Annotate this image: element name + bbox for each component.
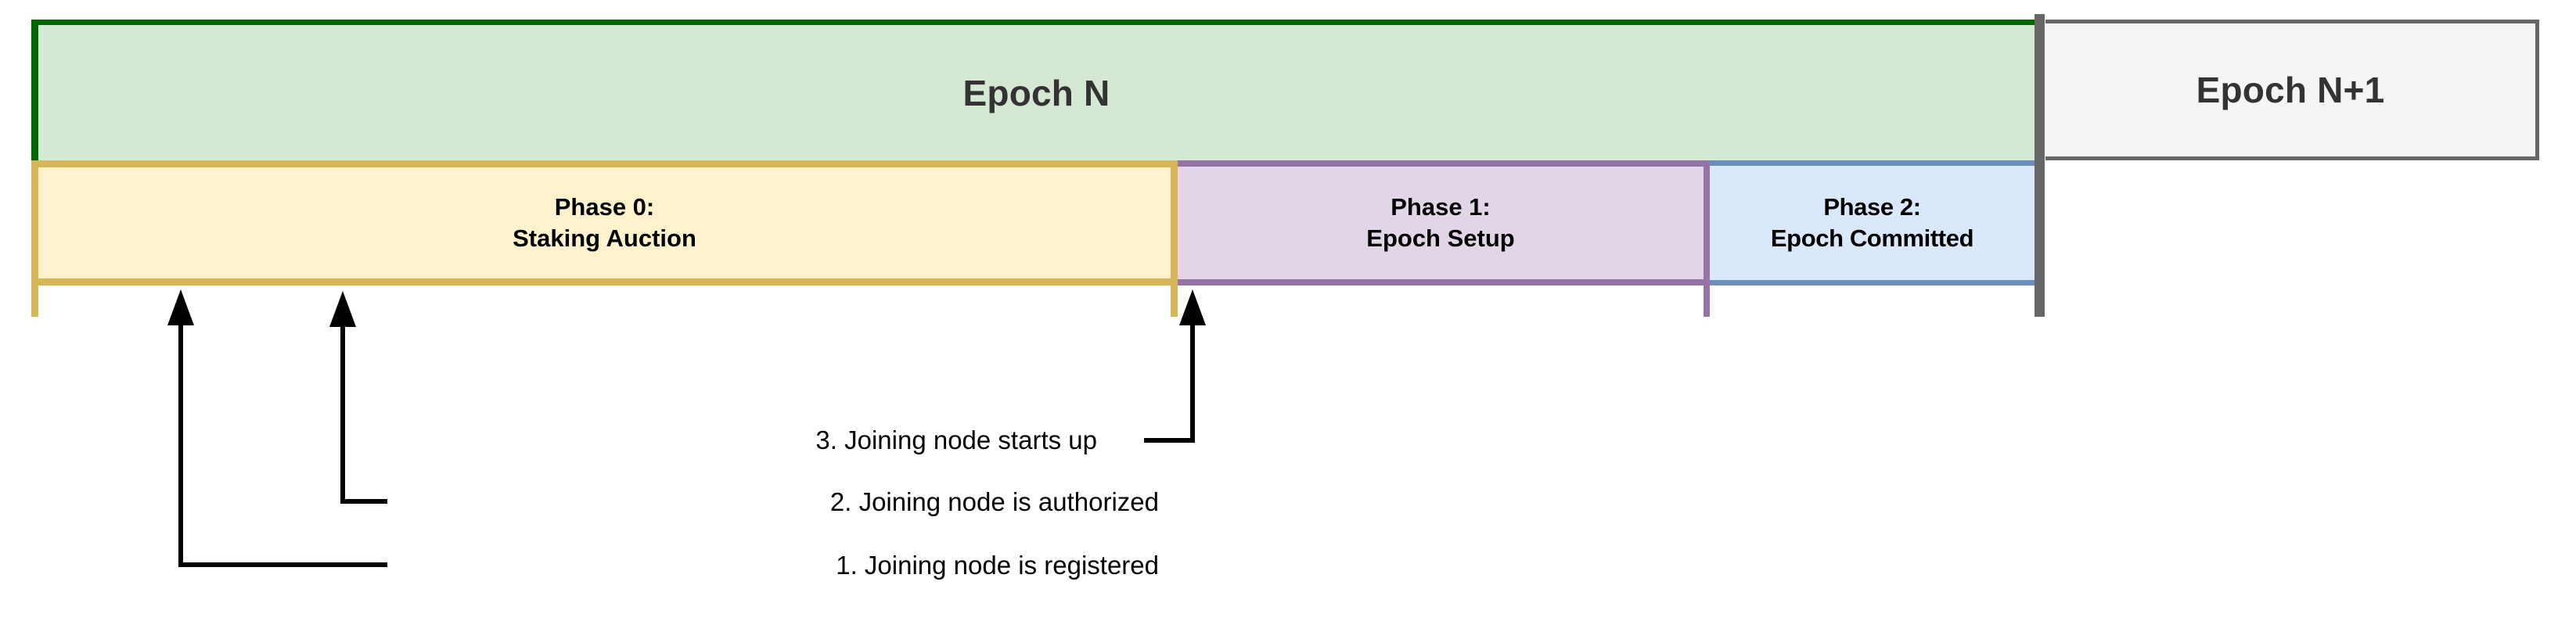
callout-3-label: 3. Joining node starts up [815,426,1097,454]
callout-1-label: 1. Joining node is registered [836,551,1159,580]
callout-2-horizontal-line [340,499,387,504]
phase-1-title: Phase 1: [1391,193,1491,221]
phase-1-subtitle: Epoch Setup [1366,224,1515,252]
phase-0-left-edge-stub [31,285,38,317]
epoch-n-plus-1-box: Epoch N+1 [2045,20,2539,160]
callout-2-label: 2. Joining node is authorized [829,487,1159,516]
phase-1-box: Phase 1: Epoch Setup [1178,160,1710,285]
phase-2-title: Phase 2: [1823,193,1921,221]
callout-3-horizontal-line [1144,438,1195,443]
epoch-n-label: Epoch N [962,72,1110,113]
callout-1-arrowhead [167,289,194,325]
epoch-n-plus-1-label: Epoch N+1 [2196,70,2385,110]
phase-2-subtitle: Epoch Committed [1770,224,1974,252]
phase-1-right-edge-stub [1704,285,1710,317]
callout-1-vertical-line [178,322,183,565]
epoch-n-box: Epoch N [31,20,2035,160]
callout-3-vertical-line [1190,322,1195,443]
callout-3-arrowhead [1179,289,1206,325]
callout-2-vertical-line [340,324,345,501]
callout-2-arrowhead [329,291,356,327]
phase-0-right-edge-stub [1171,285,1178,317]
phase-0-box: Phase 0: Staking Auction [31,160,1178,285]
callout-1-horizontal-line [178,562,387,567]
phase-0-title: Phase 0: [554,193,655,221]
epoch-boundary-divider [2035,14,2045,317]
phase-2-box: Phase 2: Epoch Committed [1710,160,2035,285]
phase-0-subtitle: Staking Auction [513,224,696,252]
